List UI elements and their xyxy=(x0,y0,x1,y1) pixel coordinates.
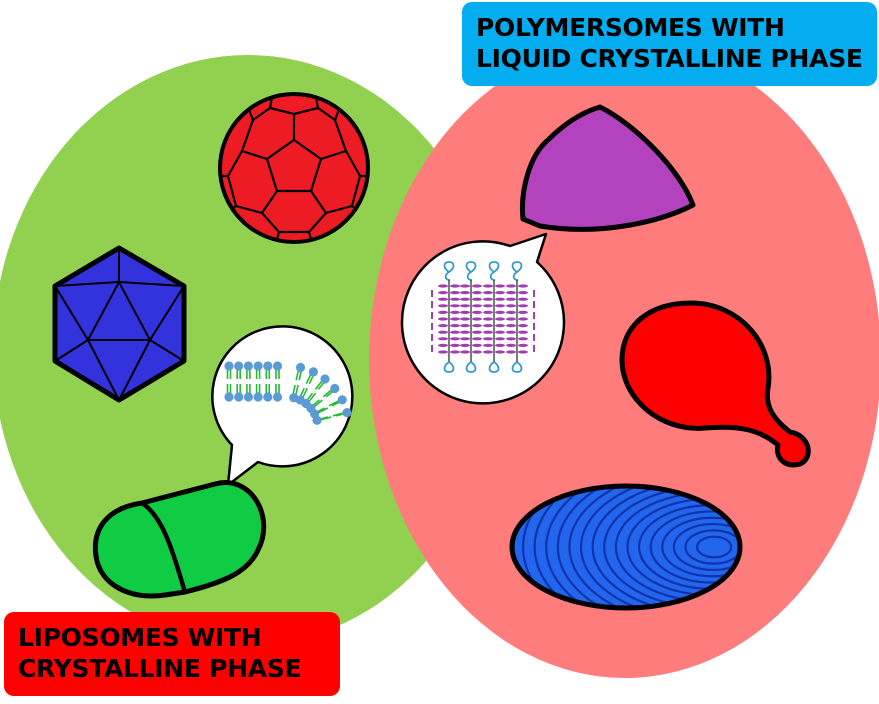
lipid-bilayer xyxy=(224,361,352,425)
teardrop-vesicle xyxy=(619,300,811,468)
polymersome-label-line1: POLYMERSOMES WITH xyxy=(476,13,785,42)
faceted-shield-vesicle xyxy=(519,104,696,232)
capsule-vesicle xyxy=(92,480,267,599)
liquid-crystal-chains xyxy=(431,261,535,373)
polymersome-label: POLYMERSOMES WITH LIQUID CRYSTALLINE PHA… xyxy=(462,2,877,86)
polymersome-label-line2: LIQUID CRYSTALLINE PHASE xyxy=(476,44,863,73)
icosahedral-vesicle xyxy=(52,245,187,403)
liquid-crystal-bubble xyxy=(400,232,566,405)
liposome-label: LIPOSOMES WITH CRYSTALLINE PHASE xyxy=(4,612,340,696)
soccer-ball-vesicle xyxy=(218,92,370,244)
lipid-bilayer-bubble xyxy=(211,325,354,487)
liposome-label-line1: LIPOSOMES WITH xyxy=(18,623,262,652)
liposome-label-line2: CRYSTALLINE PHASE xyxy=(18,654,302,683)
